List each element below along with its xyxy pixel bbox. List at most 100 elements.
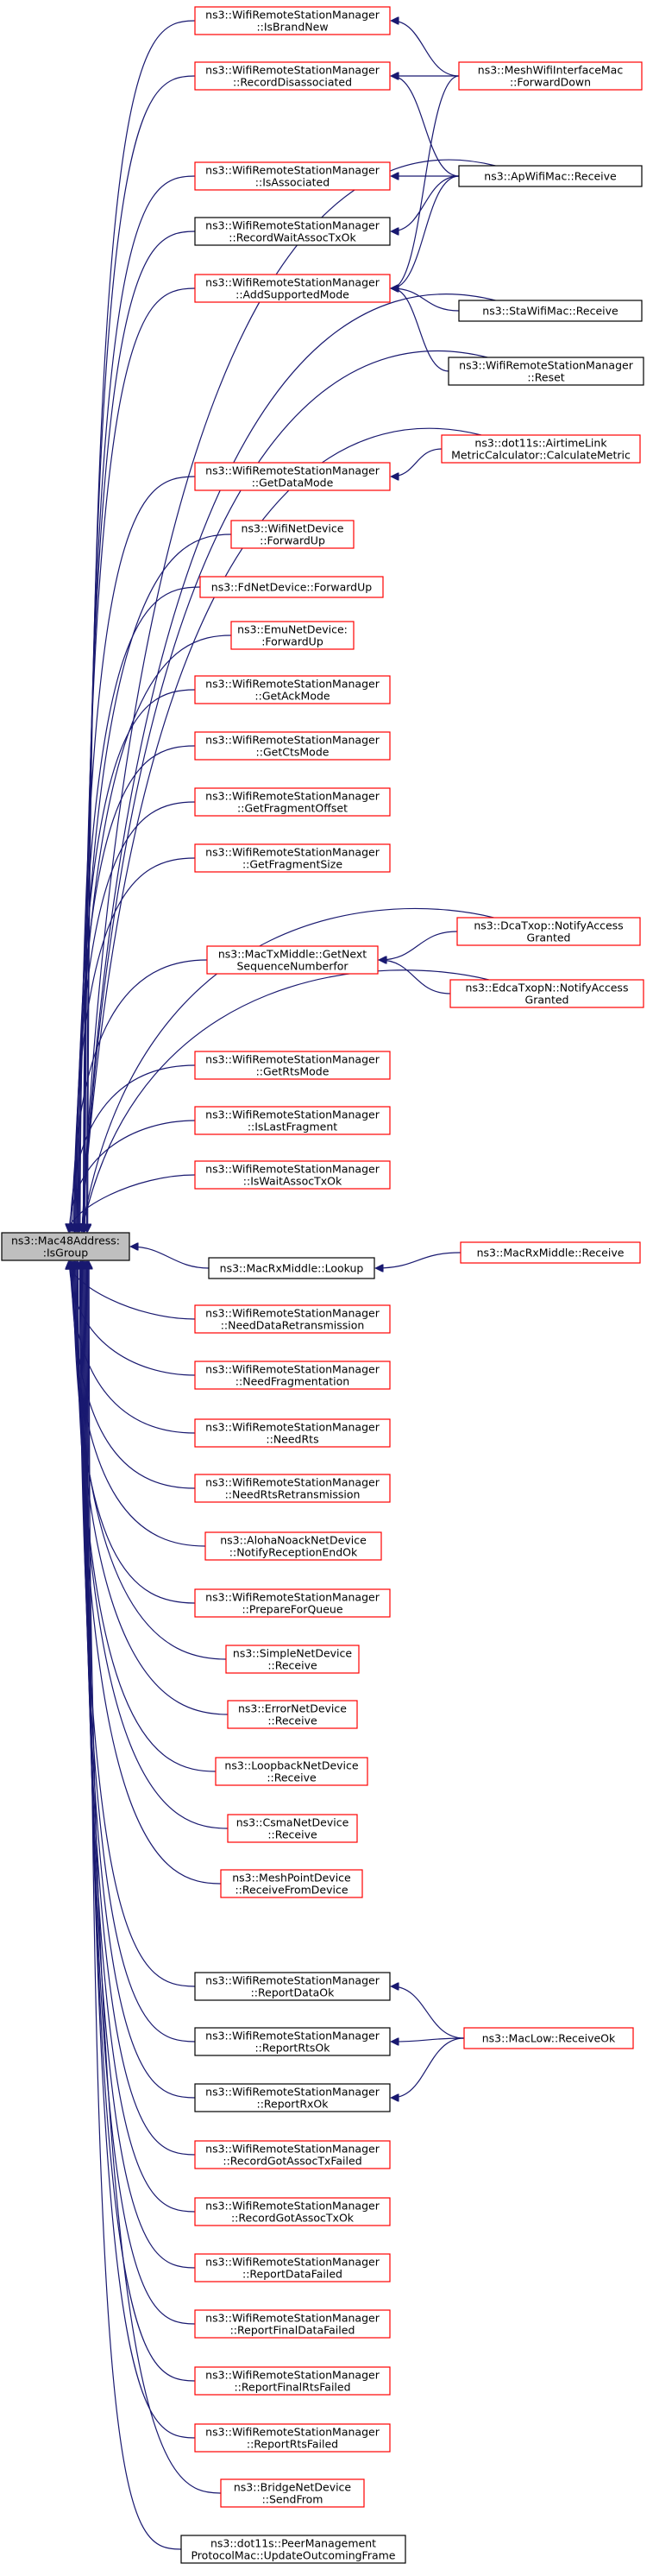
edge-peerManagement-to-root <box>89 1262 182 2550</box>
node-reportDataOk[interactable]: ns3::WifiRemoteStationManager::ReportDat… <box>194 1972 391 2001</box>
node-wifiNetDevice[interactable]: ns3::WifiNetDevice::ForwardUp <box>230 520 355 549</box>
node-label-line: :ForwardUp <box>261 635 323 648</box>
node-box <box>194 1160 391 1190</box>
node-box <box>227 1700 358 1729</box>
node-label-line: ns3::WifiRemoteStationManager <box>205 1053 380 1066</box>
node-needRtsRetrans[interactable]: ns3::WifiRemoteStationManager::NeedRtsRe… <box>194 1474 391 1503</box>
node-label-line: ::Receive <box>267 1771 317 1784</box>
node-label-line: ns3::dot11s::AirtimeLink <box>474 437 607 450</box>
node-label-line: ns3::MeshPointDevice <box>232 1872 351 1885</box>
node-box <box>194 675 391 704</box>
node-box <box>194 217 391 246</box>
node-simpleNetDevice[interactable]: ns3::SimpleNetDevice::Receive <box>225 1645 360 1674</box>
edge-meshPointDevice-to-root <box>78 1262 222 1885</box>
node-isLastFragment[interactable]: ns3::WifiRemoteStationManager::IsLastFra… <box>194 1106 391 1135</box>
node-csmaNetDevice[interactable]: ns3::CsmaNetDevice::Receive <box>227 1814 358 1843</box>
node-label-line: ::ReportFinalDataFailed <box>230 2324 355 2337</box>
node-getFragmentOffset[interactable]: ns3::WifiRemoteStationManager::GetFragme… <box>194 787 391 817</box>
node-label-line: ::GetFragmentSize <box>242 858 342 871</box>
node-box <box>194 6 391 35</box>
node-label-line: ::RecordDisassociated <box>233 76 352 89</box>
node-getFragmentSize[interactable]: ns3::WifiRemoteStationManager::GetFragme… <box>194 843 391 873</box>
node-reportFinalRtsFailed[interactable]: ns3::WifiRemoteStationManager::ReportFin… <box>194 2366 391 2396</box>
node-box <box>448 357 644 386</box>
node-label-line: ns3::EdcaTxopN::NotifyAccess <box>466 982 629 994</box>
node-addSupportedMode[interactable]: ns3::WifiRemoteStationManager::AddSuppor… <box>194 274 391 303</box>
edge-airtimeLink-to-getDataMode <box>392 448 443 477</box>
node-reportFinalDataFailed[interactable]: ns3::WifiRemoteStationManager::ReportFin… <box>194 2309 391 2339</box>
node-label-line: :IsGroup <box>43 1247 89 1260</box>
node-needDataRetrans[interactable]: ns3::WifiRemoteStationManager::NeedDataR… <box>194 1304 391 1334</box>
node-box <box>194 2423 391 2453</box>
node-label-line: ::Receive <box>267 1659 317 1672</box>
node-label-line: ::GetFragmentOffset <box>237 802 348 815</box>
node-label-line: ::ReportRtsOk <box>254 2042 330 2055</box>
node-recordGotAssocTxFailed[interactable]: ns3::WifiRemoteStationManager::RecordGot… <box>194 2140 391 2169</box>
node-box <box>230 621 355 650</box>
node-label-line: ::NotifyReceptionEndOk <box>229 1546 358 1559</box>
node-reportRxOk[interactable]: ns3::WifiRemoteStationManager::ReportRxO… <box>194 2083 391 2112</box>
node-peerManagement[interactable]: ns3::dot11s::PeerManagementProtocolMac::… <box>180 2535 406 2564</box>
node-label-line: ::IsAssociated <box>255 176 330 189</box>
edge-emuNetDevice-to-root <box>78 635 232 1231</box>
node-label-line: ::ReceiveFromDevice <box>235 1884 348 1897</box>
node-root[interactable]: ns3::Mac48Address::IsGroup <box>1 1232 130 1261</box>
node-airtimeLink[interactable]: ns3::dot11s::AirtimeLinkMetricCalculator… <box>441 434 641 464</box>
node-label-line: ::IsLastFragment <box>248 1121 337 1133</box>
edge-meshForwardDown-to-isBrandNew <box>392 21 460 77</box>
node-label-line: ::Receive <box>267 1828 317 1841</box>
node-needRts[interactable]: ns3::WifiRemoteStationManager::NeedRts <box>194 1418 391 1448</box>
edge-isWaitAssocTxOk-to-root <box>68 1174 196 1231</box>
node-isBrandNew[interactable]: ns3::WifiRemoteStationManager::IsBrandNe… <box>194 6 391 35</box>
node-staWifiMacReceive[interactable]: ns3::StaWifiMac::Receive <box>458 300 643 322</box>
node-label-line: ns3::WifiRemoteStationManager <box>205 846 380 859</box>
node-getDataMode[interactable]: ns3::WifiRemoteStationManager::GetDataMo… <box>194 462 391 491</box>
node-alohaNoack[interactable]: ns3::AlohaNoackNetDevice::NotifyReceptio… <box>204 1531 382 1561</box>
node-label-line: ns3::MacRxMiddle::Receive <box>477 1247 625 1260</box>
node-label-line: ns3::WifiRemoteStationManager <box>205 1591 380 1604</box>
edge-apWifiMacReceive-to-addSupportedMode <box>392 175 460 288</box>
node-getRtsMode[interactable]: ns3::WifiRemoteStationManager::GetRtsMod… <box>194 1051 391 1080</box>
node-label-line: ::NeedDataRetransmission <box>221 1319 365 1332</box>
node-macRxLookup[interactable]: ns3::MacRxMiddle::Lookup <box>208 1257 375 1279</box>
node-recordGotAssocTxOk[interactable]: ns3::WifiRemoteStationManager::RecordGot… <box>194 2197 391 2226</box>
node-box <box>194 787 391 817</box>
node-loopbackNetDevice[interactable]: ns3::LoopbackNetDevice::Receive <box>215 1757 368 1786</box>
edge-macTxMiddle-to-root <box>72 959 208 1231</box>
node-label-line: ns3::WifiRemoteStationManager <box>205 2256 380 2269</box>
edge-reset-to-root <box>82 350 488 1231</box>
node-macLowReceiveOk[interactable]: ns3::MacLow::ReceiveOk <box>463 2027 634 2049</box>
node-box <box>199 576 384 598</box>
node-reportRtsFailed[interactable]: ns3::WifiRemoteStationManager::ReportRts… <box>194 2423 391 2453</box>
node-isAssociated[interactable]: ns3::WifiRemoteStationManager::IsAssocia… <box>194 161 391 191</box>
node-label-line: ns3::WifiRemoteStationManager <box>205 2030 380 2042</box>
node-recordDisassociated[interactable]: ns3::WifiRemoteStationManager::RecordDis… <box>194 61 391 91</box>
node-reportDataFailed[interactable]: ns3::WifiRemoteStationManager::ReportDat… <box>194 2253 391 2282</box>
node-getAckMode[interactable]: ns3::WifiRemoteStationManager::GetAckMod… <box>194 675 391 704</box>
node-label-line: ns3::Mac48Address: <box>11 1234 120 1247</box>
node-box <box>194 274 391 303</box>
node-box <box>194 1106 391 1135</box>
node-prepareForQueue[interactable]: ns3::WifiRemoteStationManager::PrepareFo… <box>194 1588 391 1618</box>
node-meshForwardDown[interactable]: ns3::MeshWifiInterfaceMac::ForwardDown <box>458 61 643 91</box>
node-fdNetDevice[interactable]: ns3::FdNetDevice::ForwardUp <box>199 576 384 598</box>
node-macTxMiddle[interactable]: ns3::MacTxMiddle::GetNextSequenceNumberf… <box>206 945 379 975</box>
node-meshPointDevice[interactable]: ns3::MeshPointDevice::ReceiveFromDevice <box>220 1869 363 1898</box>
node-label-line: ns3::MacRxMiddle::Lookup <box>220 1262 364 1275</box>
node-reportRtsOk[interactable]: ns3::WifiRemoteStationManager::ReportRts… <box>194 2027 391 2056</box>
edge-edcaTxop-to-root <box>82 969 489 1231</box>
node-reset[interactable]: ns3::WifiRemoteStationManager::Reset <box>448 357 644 386</box>
node-needFragmentation[interactable]: ns3::WifiRemoteStationManager::NeedFragm… <box>194 1361 391 1390</box>
node-label-line: ::ForwardUp <box>260 534 325 547</box>
node-recordWaitAssocTxOk[interactable]: ns3::WifiRemoteStationManager::RecordWai… <box>194 217 391 246</box>
node-errorNetDevice[interactable]: ns3::ErrorNetDevice::Receive <box>227 1700 358 1729</box>
node-emuNetDevice[interactable]: ns3::EmuNetDevice::ForwardUp <box>230 621 355 650</box>
node-macRxReceive[interactable]: ns3::MacRxMiddle::Receive <box>460 1241 641 1264</box>
node-label-line: ns3::MeshWifiInterfaceMac <box>478 64 624 77</box>
node-isWaitAssocTxOk[interactable]: ns3::WifiRemoteStationManager::IsWaitAss… <box>194 1160 391 1190</box>
node-getCtsMode[interactable]: ns3::WifiRemoteStationManager::GetCtsMod… <box>194 731 391 761</box>
node-bridgeNetDevice[interactable]: ns3::BridgeNetDevice::SendFrom <box>220 2478 365 2508</box>
node-apWifiMacReceive[interactable]: ns3::ApWifiMac::Receive <box>458 165 643 187</box>
